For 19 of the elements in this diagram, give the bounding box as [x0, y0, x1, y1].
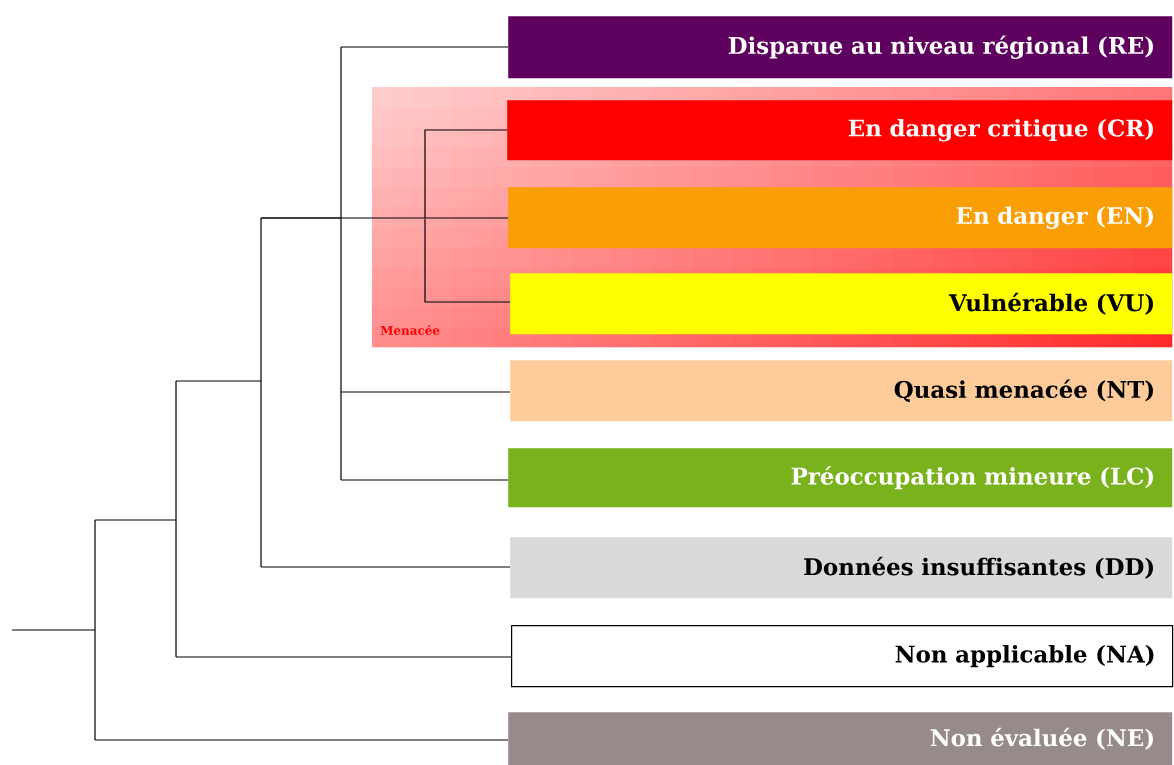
- category-box: Disparue au niveau régional (RE): [508, 16, 1173, 79]
- branch-line: [175, 656, 512, 658]
- branch-line: [94, 739, 509, 741]
- branch-line: [424, 218, 511, 303]
- node-label: Menacée: [380, 325, 440, 335]
- branch-line: [260, 217, 509, 219]
- category-box: Données insuffisantes (DD): [510, 537, 1173, 599]
- category-box: Vulnérable (VU): [510, 273, 1173, 335]
- branch-line: [340, 479, 509, 481]
- branch-line: [260, 566, 511, 568]
- category-box: Non évaluée (NE): [508, 712, 1173, 765]
- branch-line: [424, 129, 508, 219]
- category-box: En danger (EN): [508, 187, 1173, 249]
- category-box: En danger critique (CR): [507, 100, 1173, 161]
- category-box: Non applicable (NA): [511, 625, 1174, 688]
- category-box: Préoccupation mineure (LC): [508, 448, 1173, 508]
- branch-line: [340, 46, 509, 48]
- category-box: Quasi menacée (NT): [510, 360, 1173, 422]
- branch-line: [340, 391, 511, 393]
